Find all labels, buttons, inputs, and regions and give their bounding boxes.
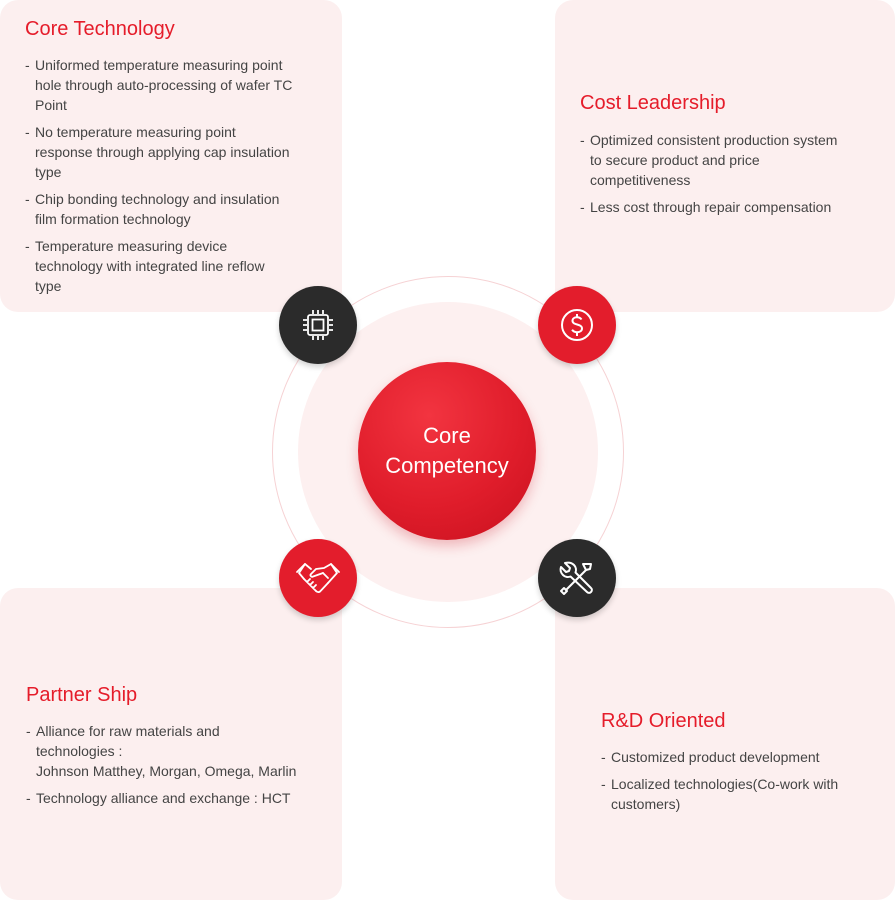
cost-leadership-panel: Cost Leadership Optimized consistent pro… [555,0,895,312]
list-item: Technology alliance and exchange : HCT [26,788,322,808]
rnd-oriented-title: R&D Oriented [601,710,726,732]
core-technology-list: Uniformed temperature measuring point ho… [25,55,322,296]
handshake-icon [279,539,357,617]
dollar-icon [538,286,616,364]
core-technology-title: Core Technology [25,18,175,40]
list-item: Alliance for raw materials and technolog… [26,721,322,781]
list-item: No temperature measuring point response … [25,122,322,182]
cost-leadership-title: Cost Leadership [580,92,726,114]
list-item: Temperature measuring device technology … [25,236,322,296]
rnd-oriented-list: Customized product development Localized… [601,747,875,814]
cost-leadership-list: Optimized consistent production system t… [580,130,875,217]
list-item: Customized product development [601,747,875,767]
center-label-line1: Core [423,423,471,448]
partner-ship-title: Partner Ship [26,684,138,706]
core-technology-panel: Core Technology Uniformed temperature me… [0,0,342,312]
tools-icon [538,539,616,617]
list-item: Optimized consistent production system t… [580,130,875,190]
list-item: Uniformed temperature measuring point ho… [25,55,322,115]
partner-ship-panel: Partner Ship Alliance for raw materials … [0,588,342,900]
center-label-line2: Competency [385,453,509,478]
rnd-oriented-panel: R&D Oriented Customized product developm… [555,588,895,900]
partner-ship-list: Alliance for raw materials and technolog… [26,721,322,808]
chip-icon [279,286,357,364]
core-competency-circle: Core Competency [358,362,536,540]
list-item: Localized technologies(Co-work with cust… [601,774,875,814]
list-item: Less cost through repair compensation [580,197,875,217]
list-item: Chip bonding technology and insulation f… [25,189,322,229]
